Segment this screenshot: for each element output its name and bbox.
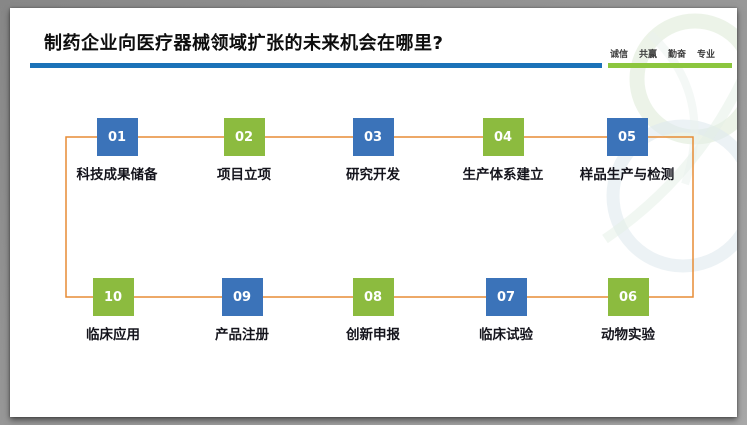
flow-step-04: 04 生产体系建立: [428, 118, 578, 183]
flow-step-10: 10 临床应用: [38, 278, 188, 343]
title-underline-blue: [30, 63, 602, 68]
step-label: 研究开发: [346, 167, 400, 183]
flow-connector-loop: [65, 136, 694, 298]
step-number-badge: 04: [482, 118, 524, 156]
step-label: 样品生产与检测: [579, 167, 675, 183]
step-label: 动物实验: [601, 327, 655, 343]
flow-step-09: 09 产品注册: [167, 278, 317, 343]
slogan-item: 勤奋: [668, 50, 687, 60]
step-label: 项目立项: [217, 167, 271, 183]
step-number-badge: 10: [92, 278, 134, 316]
step-number-badge: 01: [96, 118, 138, 156]
presentation-slide: 制药企业向医疗器械领域扩张的未来机会在哪里? 诚信 共赢 勤奋 专业 01 科技…: [10, 8, 737, 417]
flow-step-01: 01 科技成果储备: [42, 118, 192, 183]
step-number-badge: 07: [485, 278, 527, 316]
step-number-badge: 03: [352, 118, 394, 156]
step-number-badge: 08: [352, 278, 394, 316]
flow-step-08: 08 创新申报: [298, 278, 448, 343]
step-label: 临床应用: [86, 327, 140, 343]
step-label: 创新申报: [346, 327, 400, 343]
flow-step-03: 03 研究开发: [298, 118, 448, 183]
slogan-item: 诚信: [610, 50, 629, 60]
step-number-badge: 06: [607, 278, 649, 316]
flow-step-02: 02 项目立项: [169, 118, 319, 183]
slogan-item: 专业: [697, 50, 716, 60]
step-label: 生产体系建立: [462, 167, 544, 183]
flow-step-05: 05 样品生产与检测: [552, 118, 702, 183]
step-number-badge: 05: [606, 118, 648, 156]
step-label: 临床试验: [479, 327, 533, 343]
flow-step-06: 06 动物实验: [553, 278, 703, 343]
title-underline-green: [608, 63, 732, 68]
slogan-item: 共赢: [639, 50, 658, 60]
step-number-badge: 09: [221, 278, 263, 316]
step-number-badge: 02: [223, 118, 265, 156]
step-label: 产品注册: [215, 327, 269, 343]
step-label: 科技成果储备: [76, 167, 158, 183]
page-title: 制药企业向医疗器械领域扩张的未来机会在哪里?: [44, 33, 444, 54]
company-slogan: 诚信 共赢 勤奋 专业: [610, 47, 715, 60]
flow-step-07: 07 临床试验: [431, 278, 581, 343]
